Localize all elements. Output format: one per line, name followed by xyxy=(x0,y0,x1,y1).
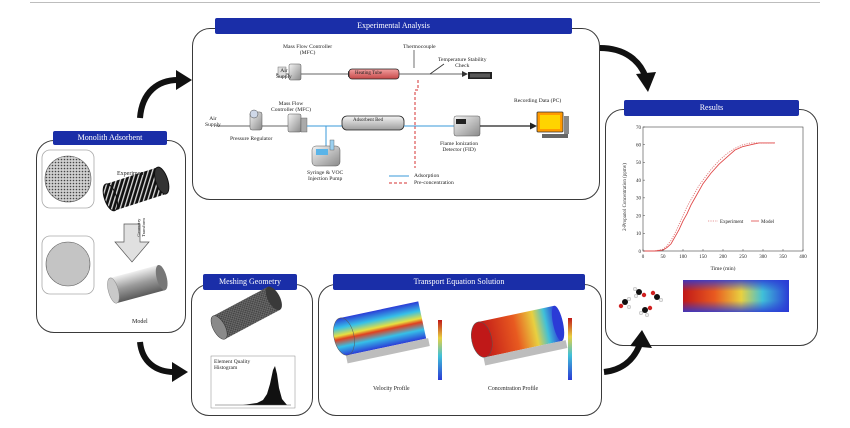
thermocouple-label: Thermocouple xyxy=(403,44,436,50)
transport-header: Transport Equation Solution xyxy=(333,274,585,290)
experimental-schematic xyxy=(216,50,569,184)
x-tick-label: 250 xyxy=(739,255,747,260)
series-line-experiment xyxy=(643,142,775,252)
x-tick-label: 0 xyxy=(642,255,645,260)
legend-adsorption-label: Adsorption xyxy=(414,173,440,179)
y-tick-label: 20 xyxy=(636,214,642,219)
x-tick-label: 350 xyxy=(779,255,787,260)
x-tick-label: 50 xyxy=(661,255,667,260)
y-tick-label: 60 xyxy=(636,144,642,149)
y-tick-label: 50 xyxy=(636,161,642,166)
legend-experiment: Experiment xyxy=(720,220,744,225)
results-header: Results xyxy=(624,100,799,116)
recording-label: Recording Data (PC) xyxy=(514,98,562,104)
experimental-header: Experimental Analysis xyxy=(215,18,572,34)
arrow-to-experimental xyxy=(137,77,179,119)
y-axis-label: 2-Propanol Concentration (ppmv) xyxy=(623,163,628,231)
adsorbent-bed xyxy=(341,115,405,131)
arrow-to-results-bottom xyxy=(603,342,643,375)
mfc-left-label: Mass Flow Controller (MFC) xyxy=(271,101,311,114)
legend-preconcentration-label: Pre-concentration xyxy=(414,180,454,186)
chart-legend: Experiment Model xyxy=(708,220,775,225)
model-label: Model xyxy=(132,319,148,325)
meshing-graphics xyxy=(210,286,296,409)
fid-label: Flame Ionization Detector (FID) xyxy=(440,141,479,154)
y-tick-label: 30 xyxy=(636,197,642,202)
air-supply-top-label: Air Supply xyxy=(276,68,292,81)
mfc-top-device xyxy=(288,63,302,81)
x-tick-label: 200 xyxy=(719,255,727,260)
transform-arrow xyxy=(114,223,150,263)
arrow-to-results-top xyxy=(599,45,649,80)
series-line-model xyxy=(643,142,775,252)
experiment-label: Experiment xyxy=(117,171,145,177)
monolith-header: Monolith Adsorbent xyxy=(53,131,167,145)
y-tick-label: 70 xyxy=(636,126,642,131)
x-axis-label: Time (min) xyxy=(710,265,735,272)
element-quality-histogram xyxy=(243,366,287,405)
temperature-check-label: Temperature Stability Check xyxy=(438,57,487,70)
syringe-label: Syringe & VOC Injection Pump xyxy=(307,170,344,183)
heating-tube-label: Heating Tube xyxy=(355,71,383,76)
molecule-graphics xyxy=(618,286,663,317)
velocity-profile-label: Velocity Profile xyxy=(373,386,410,392)
meshing-header: Meshing Geometry xyxy=(203,274,297,290)
x-tick-label: 300 xyxy=(759,255,767,260)
top-divider xyxy=(30,2,820,3)
monolith-graphics xyxy=(41,149,170,304)
mfc-top-label: Mass Flow Controller (MFC) xyxy=(283,44,333,57)
y-tick-label: 10 xyxy=(636,232,642,237)
arrow-to-meshing xyxy=(137,341,175,375)
x-tick-label: 150 xyxy=(699,255,707,260)
y-tick-label: 0 xyxy=(639,250,642,255)
concentration-profile-label: Concentration Profile xyxy=(488,386,539,392)
legend-model: Model xyxy=(761,220,775,225)
air-supply-left-label: Air Supply xyxy=(205,116,221,129)
transport-graphics xyxy=(333,301,572,380)
adsorbent-bed-label: Adsorbent Bed xyxy=(353,118,384,123)
y-tick-label: 40 xyxy=(636,179,642,184)
histogram-label: Element Quality Histogram xyxy=(214,359,251,372)
pressure-regulator-label: Pressure Regulator xyxy=(230,136,273,142)
x-tick-label: 100 xyxy=(679,255,687,260)
x-tick-label: 400 xyxy=(799,255,807,260)
